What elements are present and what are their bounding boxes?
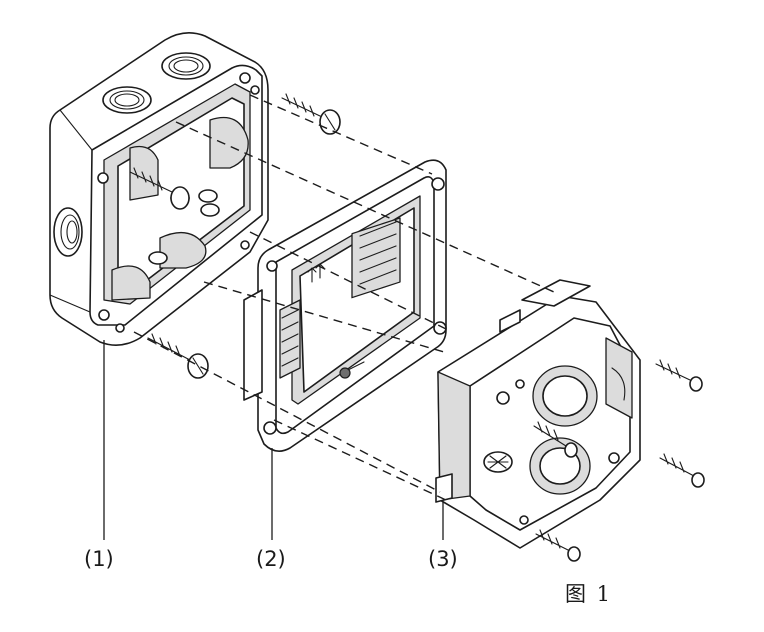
mounting-frame [243,159,447,452]
wood-screw-lower [147,333,209,379]
alignment-lines [133,94,555,501]
machine-screw-bottom [535,529,581,562]
callout-label-frame: (2) [256,547,286,571]
machine-screw-center [533,421,578,458]
device-module [435,279,641,549]
machine-screw-upper [655,359,703,392]
junction-box [49,32,269,346]
wood-screw-middle [129,167,190,210]
wood-screw-upper [281,93,341,135]
callout-label-module: (3) [428,547,458,571]
figure-caption: 图 1 [565,582,613,606]
callout-label-box: (1) [84,547,114,571]
machine-screw-lower [659,453,705,488]
